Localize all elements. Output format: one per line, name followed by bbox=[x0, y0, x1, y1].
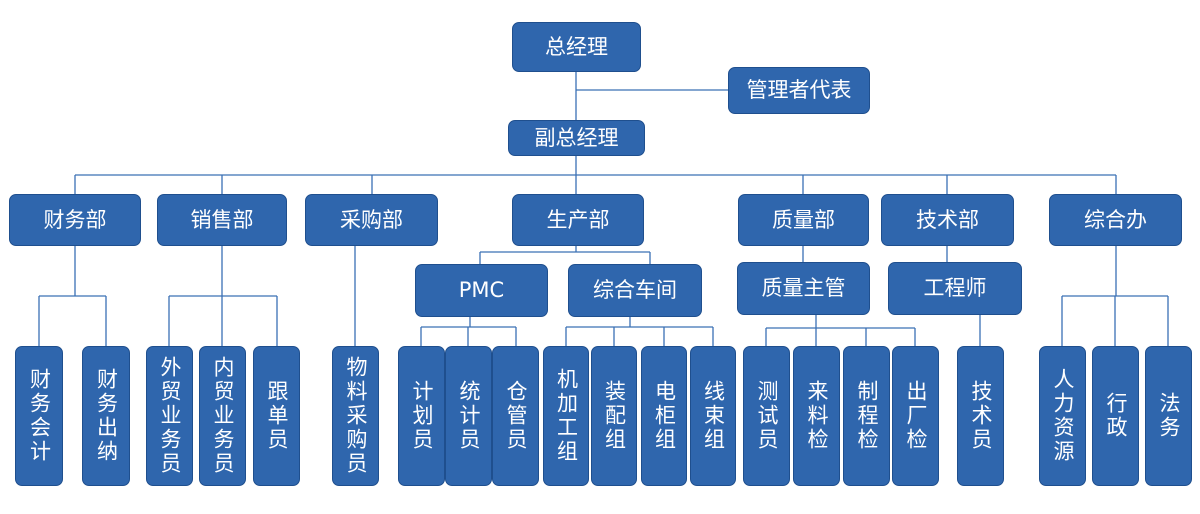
quality-supervisor-label: 质量主管 bbox=[761, 276, 846, 300]
position-incoming-inspection: 来料检 bbox=[793, 346, 840, 486]
position-cashier: 财务出纳 bbox=[82, 346, 130, 486]
position-legal: 法务 bbox=[1145, 346, 1192, 486]
pmc-box: PMC bbox=[415, 264, 548, 317]
management-representative-label: 管理者代表 bbox=[746, 78, 852, 102]
position-follower-label: 跟单员 bbox=[265, 380, 289, 452]
position-process-inspection-label: 制程检 bbox=[855, 380, 879, 452]
position-buyer: 物料采购员 bbox=[332, 346, 379, 486]
workshop-label: 综合车间 bbox=[593, 278, 677, 302]
position-machining-label: 机加工组 bbox=[554, 368, 579, 464]
deputy-general-manager-box: 副总经理 bbox=[508, 120, 645, 156]
dept-quality: 质量部 bbox=[738, 194, 869, 246]
position-technician: 技术员 bbox=[957, 346, 1004, 486]
engineer-box: 工程师 bbox=[888, 262, 1022, 315]
dept-sales-label: 销售部 bbox=[190, 207, 254, 232]
dept-production-label: 生产部 bbox=[546, 207, 610, 232]
position-domestic-trade-label: 内贸业务员 bbox=[211, 356, 235, 476]
management-representative-box: 管理者代表 bbox=[728, 67, 870, 114]
position-statistician-label: 统计员 bbox=[457, 380, 481, 452]
engineer-label: 工程师 bbox=[923, 276, 987, 300]
position-assembly-label: 装配组 bbox=[602, 380, 627, 452]
dept-finance: 财务部 bbox=[9, 194, 141, 246]
position-warehouse: 仓管员 bbox=[492, 346, 539, 486]
dept-quality-label: 质量部 bbox=[772, 207, 835, 232]
position-process-inspection: 制程检 bbox=[843, 346, 890, 486]
position-statistician: 统计员 bbox=[445, 346, 492, 486]
position-admin-label: 行政 bbox=[1104, 392, 1128, 440]
position-warehouse-label: 仓管员 bbox=[504, 380, 528, 452]
quality-supervisor-box: 质量主管 bbox=[737, 262, 870, 315]
position-tester-label: 测试员 bbox=[755, 380, 779, 452]
dept-finance-label: 财务部 bbox=[43, 207, 107, 232]
dept-production: 生产部 bbox=[512, 194, 644, 246]
dept-technology: 技术部 bbox=[881, 194, 1014, 246]
position-foreign-trade: 外贸业务员 bbox=[146, 346, 193, 486]
position-accountant-label: 财务会计 bbox=[27, 368, 52, 464]
position-planner: 计划员 bbox=[398, 346, 445, 486]
general-manager-label: 总经理 bbox=[545, 34, 608, 59]
dept-sales: 销售部 bbox=[157, 194, 287, 246]
dept-general-office: 综合办 bbox=[1049, 194, 1182, 246]
position-final-inspection-label: 出厂检 bbox=[904, 380, 928, 452]
position-assembly: 装配组 bbox=[591, 346, 637, 486]
general-manager-box: 总经理 bbox=[512, 22, 641, 72]
position-cashier-label: 财务出纳 bbox=[94, 368, 119, 464]
position-incoming-inspection-label: 来料检 bbox=[805, 380, 829, 452]
position-follower: 跟单员 bbox=[253, 346, 300, 486]
dept-general-office-label: 综合办 bbox=[1084, 207, 1147, 232]
position-hr-label: 人力资源 bbox=[1051, 368, 1075, 464]
position-final-inspection: 出厂检 bbox=[892, 346, 939, 486]
position-machining: 机加工组 bbox=[543, 346, 589, 486]
position-hr: 人力资源 bbox=[1039, 346, 1086, 486]
position-planner-label: 计划员 bbox=[410, 380, 434, 452]
position-buyer-label: 物料采购员 bbox=[344, 356, 368, 476]
dept-technology-label: 技术部 bbox=[916, 207, 979, 232]
position-harness-label: 线束组 bbox=[701, 380, 726, 452]
position-domestic-trade: 内贸业务员 bbox=[199, 346, 246, 486]
dept-purchasing-label: 采购部 bbox=[340, 207, 403, 232]
position-accountant: 财务会计 bbox=[15, 346, 63, 486]
position-tester: 测试员 bbox=[743, 346, 790, 486]
pmc-label: PMC bbox=[458, 278, 505, 302]
position-electric-box-label: 电柜组 bbox=[652, 380, 677, 452]
dept-purchasing: 采购部 bbox=[305, 194, 438, 246]
position-foreign-trade-label: 外贸业务员 bbox=[158, 356, 182, 476]
position-legal-label: 法务 bbox=[1157, 392, 1181, 440]
workshop-box: 综合车间 bbox=[568, 264, 702, 317]
position-electric-box: 电柜组 bbox=[641, 346, 687, 486]
deputy-general-manager-label: 副总经理 bbox=[534, 125, 619, 150]
position-harness: 线束组 bbox=[690, 346, 736, 486]
position-technician-label: 技术员 bbox=[969, 380, 993, 452]
position-admin: 行政 bbox=[1092, 346, 1139, 486]
